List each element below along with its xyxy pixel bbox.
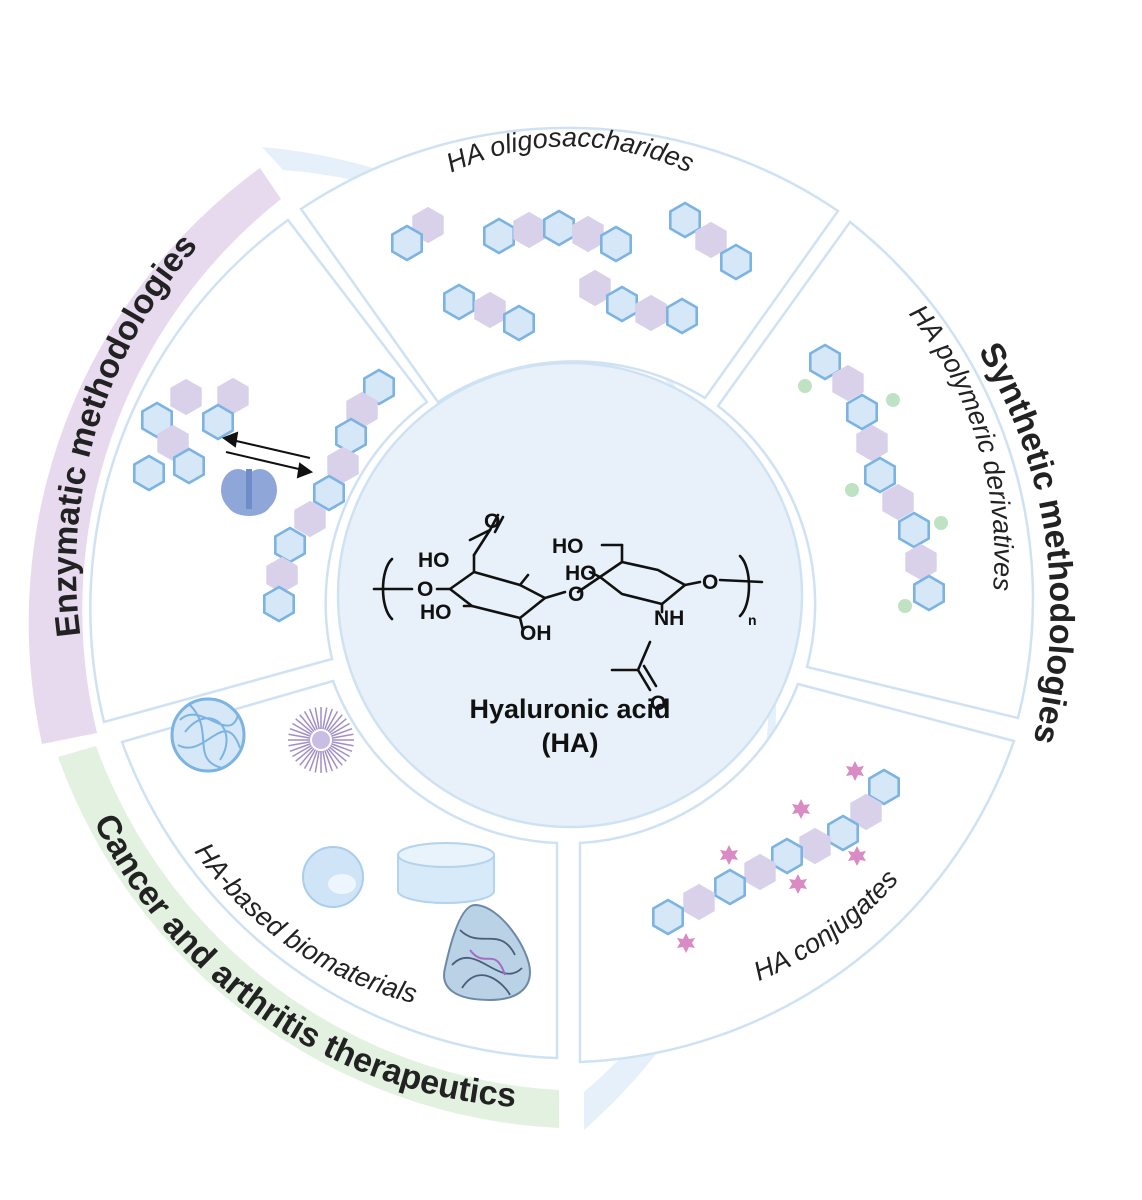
hydrogel-network-icon [170, 697, 246, 773]
segment-conjugates [578, 682, 1016, 1064]
micelle-ray [299, 714, 315, 733]
atom-ho-ch2: HO [552, 535, 584, 558]
micelle-ray [309, 708, 318, 730]
atom-ho-ring-right: HO [565, 562, 597, 585]
polymeric-derivative-chain [798, 343, 948, 613]
scaffold-icon [443, 903, 532, 1002]
micelle-ray [331, 733, 354, 739]
ha-structure: HO O O HO OH O HO HO NH O O n [372, 510, 764, 715]
hydrogel-disc-icon [397, 842, 495, 904]
atom-o-glycosidic: O [568, 583, 584, 606]
center-title-abbrev: (HA) [542, 728, 599, 758]
micelle-icon [288, 707, 354, 773]
micelle-ray [314, 707, 320, 730]
micelle-ray [328, 718, 347, 734]
micelle-ray [331, 743, 353, 752]
center-circle [336, 361, 804, 829]
atom-ho-ring-left: HO [420, 601, 452, 624]
repeat-subscript: n [748, 612, 757, 628]
micelle-ray [322, 750, 328, 773]
atom-o-acetyl: O [650, 692, 666, 715]
micelle-ray [303, 749, 317, 769]
micelle-ray [324, 750, 333, 772]
micelle-ray [309, 750, 318, 772]
micelle-ray [295, 746, 314, 762]
micelle-ray [325, 749, 339, 769]
micelle-ray [303, 711, 317, 731]
micelle-ray [327, 714, 343, 733]
micelle-ray [330, 722, 350, 736]
cancer-band [58, 746, 559, 1128]
enzymatic-band [28, 168, 281, 744]
center-title: Hyaluronic acid [469, 694, 670, 724]
atom-oh-bottom: OH [520, 622, 552, 645]
atom-o-end: O [702, 571, 718, 594]
micelle-ray [314, 750, 320, 773]
micelle-ray [328, 746, 347, 762]
atom-o-start: O [417, 578, 433, 601]
micelle-ray [292, 744, 312, 758]
micelle-ray [324, 708, 333, 730]
atom-ho-top: HO [418, 549, 450, 572]
enzyme-icon [221, 469, 277, 516]
micelle-ray [299, 747, 315, 766]
micelle-ray [322, 707, 328, 730]
nanosphere-icon [302, 846, 364, 908]
micelle-ray [331, 728, 353, 737]
atom-o-carbonyl: O [484, 510, 500, 533]
micelle-ray [289, 743, 311, 752]
micelle-ray [330, 744, 350, 758]
micelle-ray [288, 733, 311, 739]
micelle-ray [295, 718, 314, 734]
micelle-ray [331, 741, 354, 747]
micelle-ray [325, 711, 339, 731]
micelle-ray [288, 741, 311, 747]
micelle-ray [327, 747, 343, 766]
atom-nh: NH [654, 607, 684, 630]
micelle-ray [292, 722, 312, 736]
equilibrium-arrows-icon [221, 431, 314, 479]
micelle-ray [289, 728, 311, 737]
